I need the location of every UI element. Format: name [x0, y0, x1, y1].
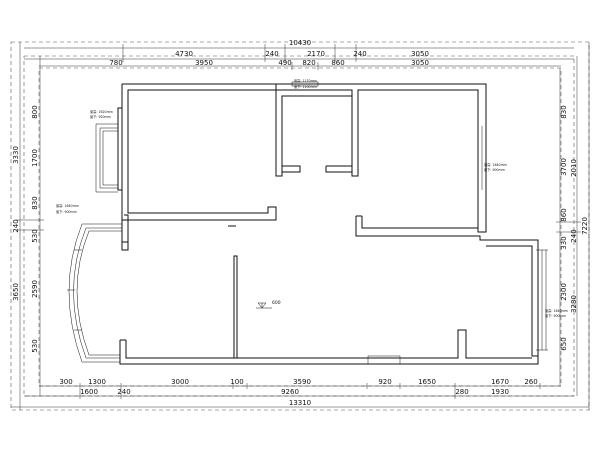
window-top-center-note-1: 窗高: 1170mm	[294, 78, 317, 83]
bay-window-left	[95, 123, 118, 193]
dim-right-mid-3: 3280	[570, 295, 578, 313]
dim-left-inner-6: 530	[31, 339, 39, 352]
dim-right-mid-1: 2010	[570, 159, 578, 177]
bottom-dimension-text: 300 1300 3000 100 3590 920 1650 1670 260…	[59, 378, 537, 407]
dim-bottom-row1-9: 260	[524, 378, 537, 386]
dim-top-row2-1: 780	[109, 59, 122, 67]
dim-bottom-row2-4: 280	[455, 388, 468, 396]
dim-bottom-row2-2: 240	[117, 388, 130, 396]
top-dimension-lines	[24, 44, 574, 70]
dim-top-overall: 10430	[289, 39, 311, 47]
level-mark-label: 600	[272, 300, 281, 306]
walls	[117, 83, 539, 365]
dim-top-row1-3: 2170	[307, 50, 325, 58]
dim-bottom-row1-7: 1650	[418, 378, 436, 386]
window-annotations: 窗高: 1170mm 窗下: 1100mm 窗高: 1620mm 窗下: 920…	[56, 78, 568, 318]
dim-right-inner-2: 3700	[560, 158, 568, 176]
dim-bottom-row2-1: 1600	[80, 388, 98, 396]
dim-top-row2-6: 3050	[411, 59, 429, 67]
window-right-bedroom-note-2: 窗下: 900mm	[484, 167, 505, 172]
top-window	[291, 81, 319, 87]
dim-top-row2-5: 860	[331, 59, 344, 67]
dim-bottom-row1-5: 3590	[293, 378, 311, 386]
dim-top-row1-1: 4730	[175, 50, 193, 58]
dim-bottom-row1-1: 300	[59, 378, 72, 386]
dim-top-row2-2: 3950	[195, 59, 213, 67]
dim-right-inner-4: 330	[560, 236, 568, 249]
dim-left-inner-4: 530	[31, 229, 39, 242]
dim-bottom-row2-5: 1930	[491, 388, 509, 396]
window-right-bottom-note-1: 窗高: 1640mm	[545, 308, 568, 313]
right-dimension-text: 830 3700 860 330 2300 650 2010 240 3280 …	[560, 105, 589, 350]
dim-left-inner-1: 800	[31, 105, 39, 118]
level-marker: 600	[256, 300, 281, 309]
dim-right-inner-3: 860	[560, 208, 568, 221]
dim-bottom-row2-3: 9260	[281, 388, 299, 396]
right-windows	[477, 126, 548, 351]
left-dimension-text: 3330 240 3650 800 1700 830 530 2590 530	[12, 105, 39, 352]
dim-top-row1-4: 240	[353, 50, 366, 58]
dim-top-row1-2: 240	[265, 50, 278, 58]
dim-bottom-row1-2: 1300	[88, 378, 106, 386]
dim-right-mid-2: 240	[570, 229, 578, 242]
window-left-bay-note-1: 窗高: 1620mm	[90, 109, 113, 114]
dim-left-inner-5: 2590	[31, 280, 39, 298]
dim-left-inner-3: 830	[31, 196, 39, 209]
dim-left-outer-1: 3330	[12, 146, 20, 164]
window-right-bottom-note-2: 窗下: 900mm	[545, 313, 566, 318]
window-top-center-note-2: 窗下: 1100mm	[294, 84, 317, 89]
dim-right-outer: 7220	[581, 217, 589, 235]
dim-right-inner-5: 2300	[560, 283, 568, 301]
bottom-dimension-lines	[11, 383, 589, 408]
dim-top-row1-5: 3050	[411, 50, 429, 58]
dim-bottom-overall: 13310	[289, 399, 311, 407]
window-left-arc-note-1: 窗高: 1640mm	[56, 203, 79, 208]
window-left-arc-note-2: 窗下: 900mm	[56, 209, 77, 214]
dim-left-inner-2: 1700	[31, 149, 39, 167]
window-right-bedroom-note-1: 窗高: 1640mm	[484, 162, 507, 167]
dim-bottom-row1-8: 1670	[491, 378, 509, 386]
dim-bottom-row1-3: 3000	[171, 378, 189, 386]
top-dimension-text: 10430 4730 240 2170 240 3050 780 3950 49…	[109, 39, 429, 67]
dim-right-inner-6: 650	[560, 337, 568, 350]
dim-bottom-row1-4: 100	[230, 378, 243, 386]
dim-right-inner-1: 830	[560, 105, 568, 118]
curved-window-left	[67, 223, 122, 363]
dim-bottom-row1-6: 920	[378, 378, 391, 386]
dim-left-outer-3: 3650	[12, 283, 20, 301]
window-left-bay-note-2: 窗下: 920mm	[90, 114, 111, 119]
side-dimension-lines	[16, 42, 590, 410]
dim-left-outer-2: 240	[12, 219, 20, 232]
dim-top-row2-4: 820	[302, 59, 315, 67]
dim-top-row2-3: 490	[278, 59, 291, 67]
